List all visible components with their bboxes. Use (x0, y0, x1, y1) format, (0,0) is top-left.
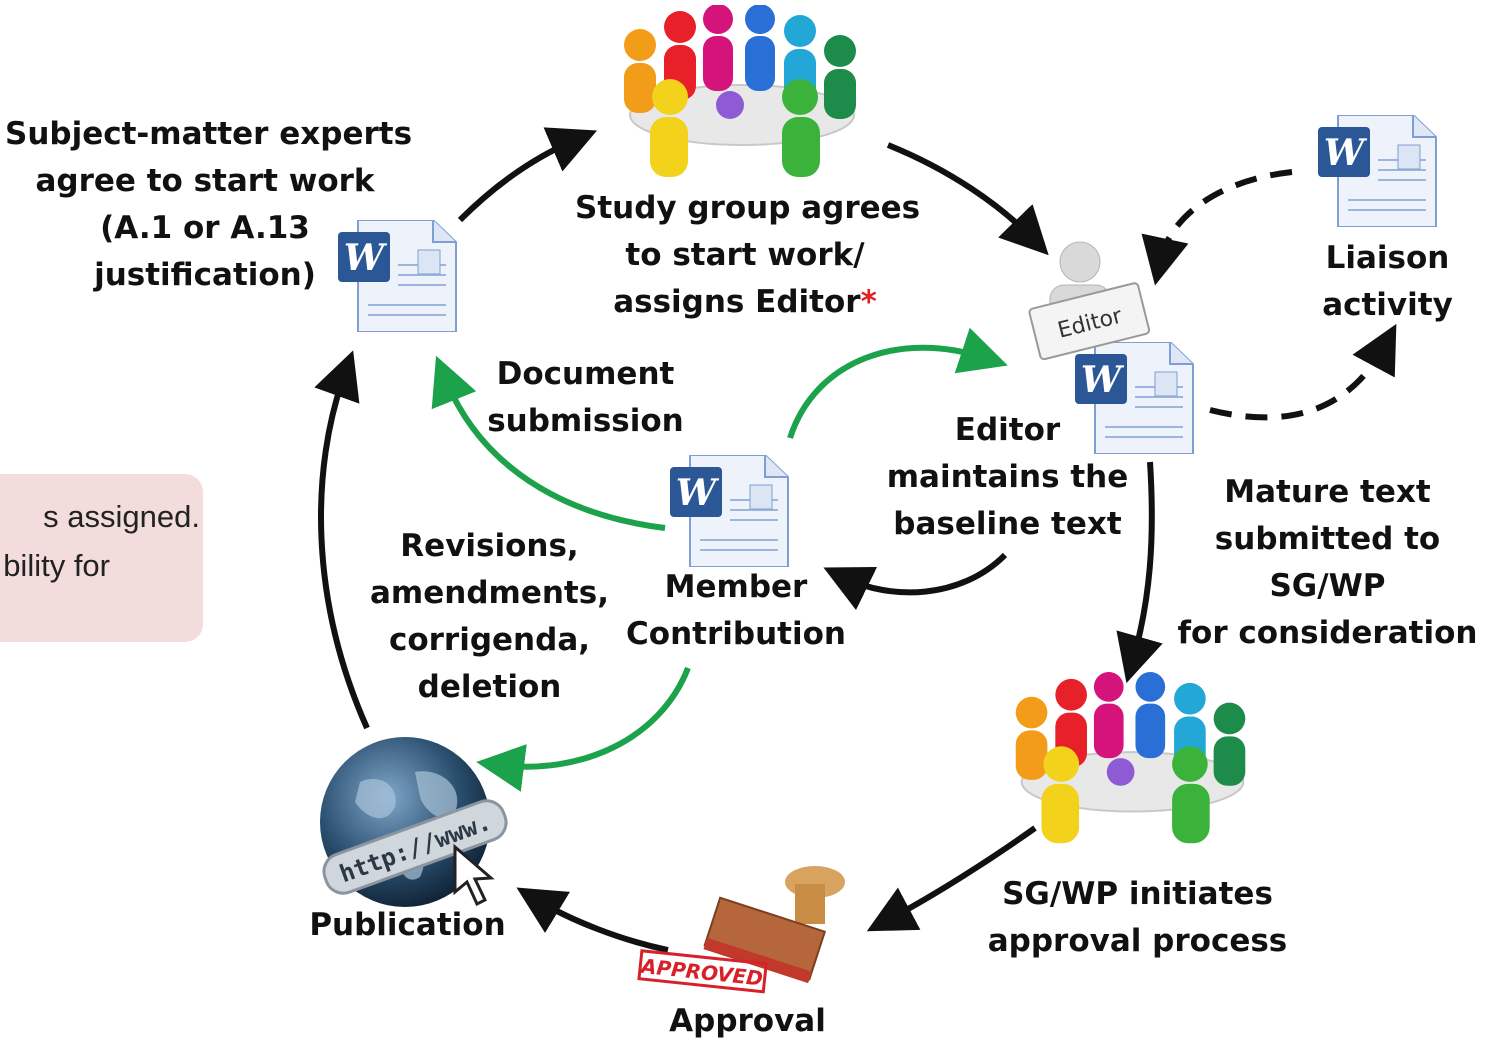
note-line-1: s assigned. (43, 499, 200, 534)
label-line: deletion (417, 669, 562, 705)
sgwp-meeting-icon (1015, 672, 1246, 844)
label-line: Document (496, 356, 675, 392)
label-line: Liaison (1325, 240, 1450, 276)
label-line: justification) (94, 257, 316, 293)
label-sgwp-initiates: SG/WP initiates approval process (985, 871, 1290, 965)
note-box: s assigned. bility for (0, 474, 203, 642)
label-line: Subject-matter experts (5, 116, 413, 152)
asterisk-mark: * (860, 284, 877, 320)
label-line: maintains the (886, 459, 1129, 495)
label-text: assigns Editor (613, 284, 861, 320)
label-line: amendments, (370, 575, 609, 611)
label-line: submission (487, 403, 684, 439)
arrow-approval-to-publication (516, 887, 669, 953)
label-line: submitted to (1214, 521, 1441, 557)
word-document-icon-experts: W (338, 220, 457, 332)
label-line-assigns-editor: assigns Editor* (575, 279, 915, 326)
arrow-member-to-editor (787, 327, 1008, 439)
label-line: agree to start work (35, 163, 375, 199)
arrow-liaison-to-editor (1141, 169, 1293, 286)
word-letter: W (1324, 132, 1368, 174)
approved-stamp-icon: APPROVED (637, 866, 845, 994)
label-publication: Publication (309, 907, 506, 943)
word-letter: W (676, 472, 720, 514)
word-document-icon-member: W (670, 455, 789, 567)
editor-figure-icon: Editor (1028, 241, 1151, 360)
arrow-publication-to-experts (314, 350, 370, 730)
label-line: SG/WP initiates (1002, 876, 1273, 912)
study-group-meeting-icon (624, 5, 856, 177)
label-line: (A.1 or A.13 (100, 210, 310, 246)
word-document-icon-editor: W (1075, 342, 1194, 454)
word-letter: W (1081, 359, 1125, 401)
label-line: to start work/ (625, 237, 865, 273)
label-line: activity (1322, 287, 1453, 323)
label-line: corrigenda, (388, 622, 591, 658)
arrow-studygroup-to-editor (886, 142, 1049, 256)
label-member-contribution: Member Contribution (620, 564, 852, 658)
label-revisions: Revisions, amendments, corrigenda, delet… (362, 523, 617, 711)
label-line: Member (664, 569, 808, 605)
label-mature-text: Mature text submitted to SG/WP for consi… (1175, 469, 1480, 657)
label-line: baseline text (893, 506, 1122, 542)
label-line: Contribution (626, 616, 846, 652)
arrow-editor-to-sgwp (1116, 461, 1163, 684)
label-subject-experts: Subject-matter experts agree to start wo… (5, 111, 413, 299)
label-liaison: Liaison activity (1300, 235, 1475, 329)
word-document-icon-liaison: W (1318, 115, 1437, 227)
arrow-experts-to-studygroup (457, 127, 598, 223)
label-line: SG/WP (1269, 568, 1386, 604)
globe-www-icon: http://www. (320, 737, 508, 907)
label-line: Mature text (1224, 474, 1431, 510)
label-approval: Approval (669, 1003, 826, 1039)
label-line: approval process (987, 923, 1288, 959)
arrow-sgwp-to-approval (866, 825, 1037, 932)
word-letter: W (344, 237, 388, 279)
arrow-editor-to-liaison (1209, 323, 1397, 421)
label-editor-maintains: Editor maintains the baseline text (885, 407, 1130, 548)
label-document-submission: Document submission (478, 351, 693, 445)
label-line: Editor (954, 412, 1061, 448)
note-line-2: bility for (3, 548, 110, 583)
label-study-group: Study group agrees to start work/ assign… (575, 185, 921, 326)
label-line: Revisions, (400, 528, 579, 564)
arrow-member-to-publication (476, 666, 691, 792)
arrow-editor-to-member (823, 552, 1008, 611)
label-line: Study group agrees (575, 190, 921, 226)
label-line: for consideration (1177, 615, 1478, 651)
arrow-member-to-experts (431, 355, 666, 531)
